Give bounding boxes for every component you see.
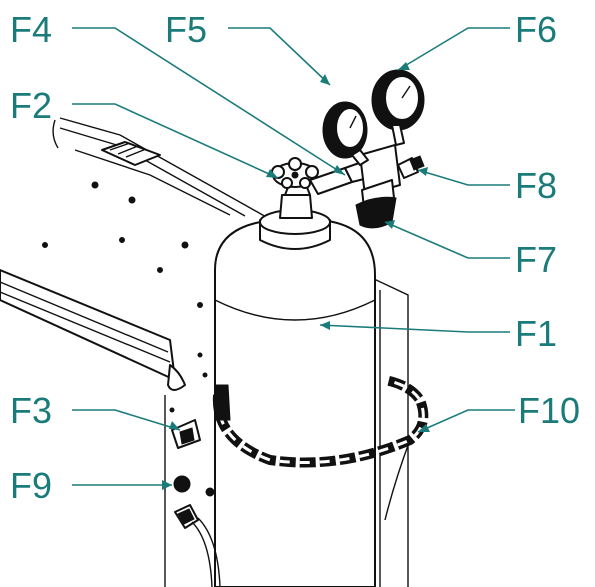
securing-chain — [212, 375, 429, 521]
callout-leaders — [72, 27, 515, 490]
callout-f2: F2 — [10, 85, 52, 126]
callout-f5: F5 — [165, 9, 207, 50]
callout-f10: F10 — [518, 390, 580, 431]
callout-f3: F3 — [10, 390, 52, 431]
callout-f8: F8 — [515, 165, 557, 206]
callout-f7: F7 — [515, 239, 557, 280]
chain-hook — [171, 419, 201, 449]
valve-handwheel — [271, 157, 319, 189]
pressure-regulator — [309, 69, 425, 229]
gas-cylinder — [214, 181, 376, 587]
callout-f6: F6 — [515, 9, 557, 50]
gas-inlet-connector — [173, 475, 221, 587]
callout-f1: F1 — [515, 313, 557, 354]
callout-f9: F9 — [10, 465, 52, 506]
callout-f4: F4 — [10, 9, 52, 50]
